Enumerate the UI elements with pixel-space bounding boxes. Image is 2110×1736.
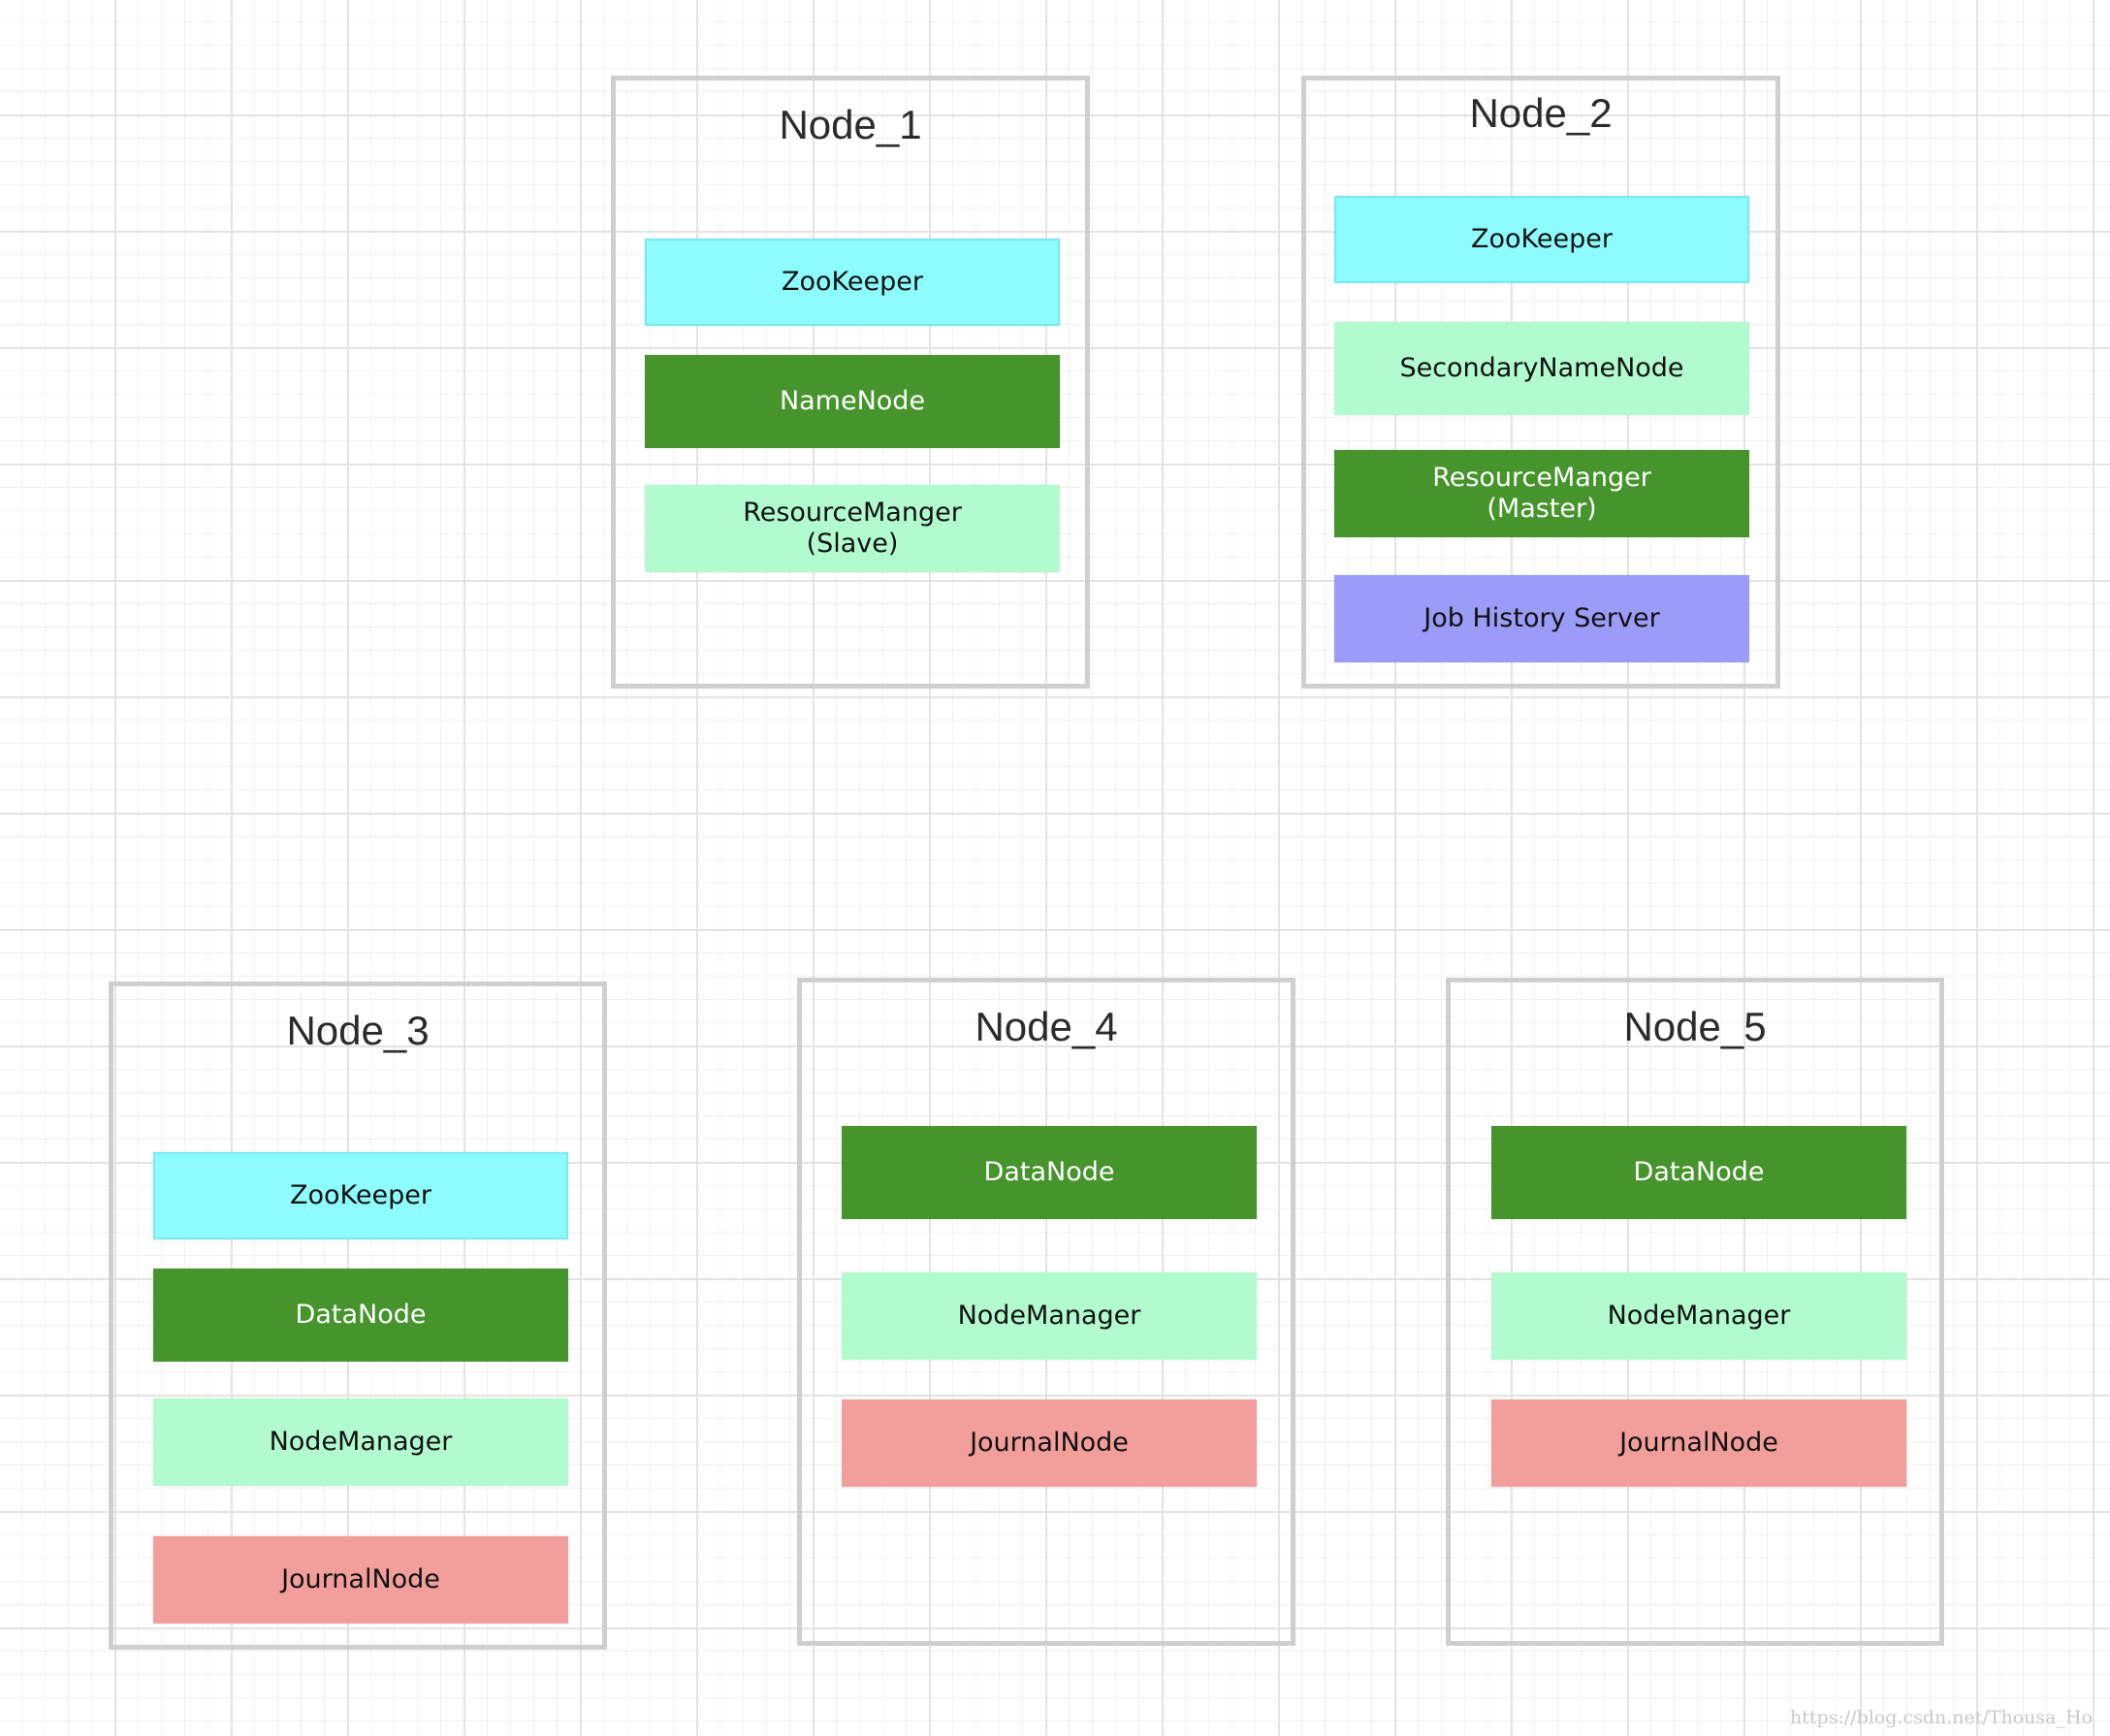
service-label: Job History Server — [1423, 603, 1660, 633]
journalnode-service: JournalNode — [1491, 1399, 1906, 1487]
service-label: SecondaryNameNode — [1399, 353, 1684, 383]
node-5-title: Node_5 — [1623, 1004, 1767, 1049]
node-4-box: Node_4 DataNode NodeManager JournalNode — [797, 978, 1295, 1646]
service-label: DataNode — [295, 1300, 427, 1330]
service-label: DataNode — [983, 1157, 1115, 1187]
nodemanager-service: NodeManager — [842, 1272, 1257, 1360]
service-label: NameNode — [779, 386, 926, 416]
node-1-title: Node_1 — [779, 102, 922, 147]
service-label: JournalNode — [970, 1428, 1129, 1458]
watermark-text: https://blog.csdn.net/Thousa_Ho — [1789, 1707, 2093, 1728]
nodemanager-service: NodeManager — [1491, 1272, 1906, 1360]
service-label: ZooKeeper — [1471, 224, 1613, 254]
service-label: ZooKeeper — [290, 1180, 432, 1210]
service-label: DataNode — [1633, 1157, 1765, 1187]
zookeeper-service: ZooKeeper — [645, 239, 1060, 326]
service-label: ZooKeeper — [782, 267, 923, 297]
node-3-title: Node_3 — [286, 1008, 430, 1053]
node-1-box: Node_1 ZooKeeper NameNode ResourceManger… — [611, 76, 1090, 689]
service-label: NodeManager — [269, 1427, 453, 1457]
service-label: ResourceManger — [1432, 463, 1651, 493]
datanode-service: DataNode — [1491, 1126, 1906, 1219]
service-label: (Master) — [1487, 494, 1597, 524]
service-label: JournalNode — [281, 1564, 440, 1594]
node-2-title: Node_2 — [1469, 90, 1613, 136]
node-3-box: Node_3 ZooKeeper DataNode NodeManager Jo… — [109, 981, 607, 1650]
node-4-title: Node_4 — [975, 1004, 1118, 1049]
zookeeper-service: ZooKeeper — [153, 1152, 568, 1239]
namenode-service: NameNode — [645, 355, 1060, 448]
service-label: NodeManager — [1607, 1301, 1791, 1331]
resourcemanager-master-service: ResourceManger (Master) — [1334, 450, 1749, 537]
resourcemanager-slave-service: ResourceManger (Slave) — [645, 485, 1060, 572]
service-label: (Slave) — [806, 529, 899, 559]
service-label: JournalNode — [1619, 1428, 1778, 1458]
service-label: NodeManager — [957, 1301, 1141, 1331]
node-5-box: Node_5 DataNode NodeManager JournalNode — [1446, 978, 1944, 1646]
service-label: ResourceManger — [743, 498, 962, 528]
journalnode-service: JournalNode — [153, 1536, 568, 1623]
datanode-service: DataNode — [153, 1269, 568, 1362]
datanode-service: DataNode — [842, 1126, 1257, 1219]
node-2-box: Node_2 ZooKeeper SecondaryNameNode Resou… — [1301, 76, 1780, 689]
job-history-server-service: Job History Server — [1334, 575, 1749, 662]
nodemanager-service: NodeManager — [153, 1398, 568, 1486]
journalnode-service: JournalNode — [842, 1399, 1257, 1487]
zookeeper-service: ZooKeeper — [1334, 196, 1749, 283]
secondarynamenode-service: SecondaryNameNode — [1334, 322, 1749, 415]
